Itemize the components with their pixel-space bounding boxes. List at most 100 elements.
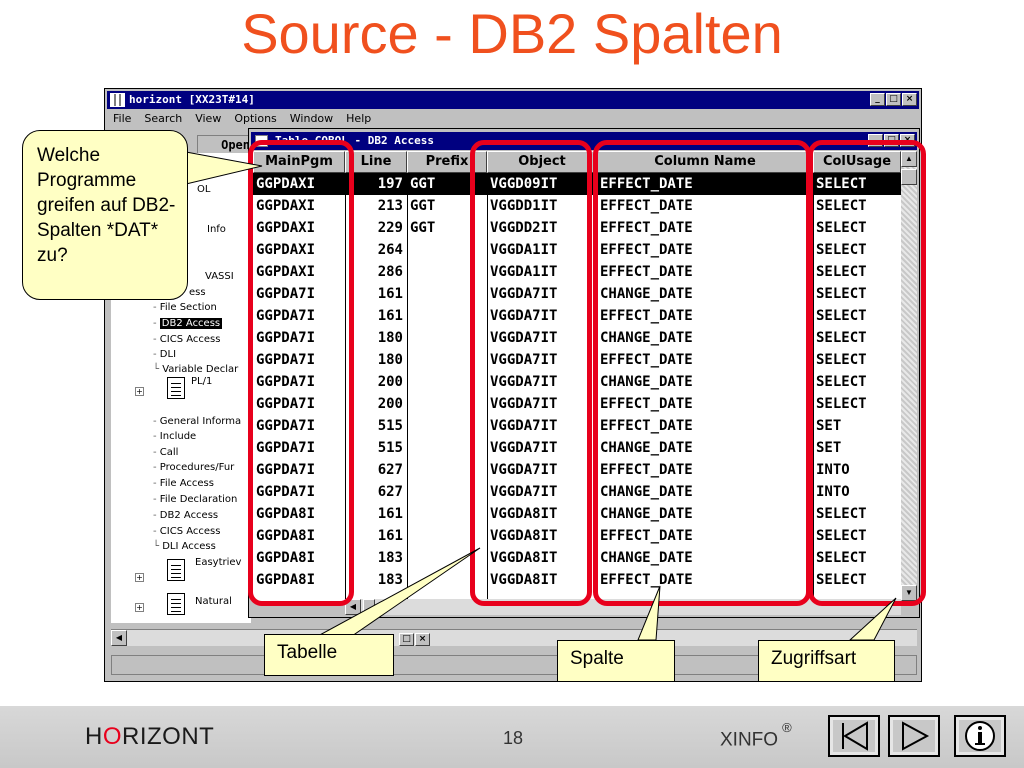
tree-item-easytrieve[interactable]: Easytriev — [195, 557, 242, 568]
cell-line: 183 — [377, 572, 403, 588]
cell-line: 197 — [377, 176, 403, 192]
cell-colusage: SELECT — [816, 528, 867, 544]
tree-item-db2-access[interactable]: - DB2 Access — [153, 318, 223, 329]
tree-item-cics-access-pl1[interactable]: - CICS Access — [153, 526, 221, 537]
cell-line: 286 — [377, 264, 403, 280]
scroll-up-icon[interactable]: ▲ — [901, 151, 917, 167]
restore-button[interactable]: □ — [399, 633, 414, 646]
cell-line: 161 — [377, 506, 403, 522]
cell-column-name: EFFECT_DATE — [600, 264, 693, 280]
cell-object: VGGDA1IT — [490, 242, 558, 258]
first-page-button[interactable] — [828, 715, 880, 757]
column-header-line[interactable]: Line — [345, 151, 407, 173]
scroll-thumb[interactable] — [363, 599, 375, 615]
cell-column-name: EFFECT_DATE — [600, 176, 693, 192]
menu-window[interactable]: Window — [289, 112, 334, 125]
expand-icon[interactable]: + — [135, 573, 144, 582]
cell-mainpgm: GGPDAXI — [256, 220, 316, 236]
menu-bar: File Search View Options Window Help — [107, 110, 919, 128]
cell-mainpgm: GGPDA8I — [256, 572, 316, 588]
table-vertical-scrollbar[interactable]: ▲ ▼ — [901, 151, 917, 601]
tree-item-db2-access-pl1[interactable]: - DB2 Access — [153, 510, 219, 521]
cell-mainpgm: GGPDA7I — [256, 440, 316, 456]
outer-title-bar[interactable]: horizont [XX23T#14] _ □ × — [107, 91, 919, 109]
tree-item-call[interactable]: - Call — [153, 447, 179, 458]
cell-mainpgm: GGPDAXI — [256, 264, 316, 280]
menu-view[interactable]: View — [195, 112, 222, 125]
cell-column-name: EFFECT_DATE — [600, 528, 693, 544]
first-page-icon — [842, 721, 868, 751]
outer-window-title: horizont [XX23T#14] — [129, 93, 255, 106]
tree-item-file-access[interactable]: - File Access — [153, 478, 214, 489]
expand-icon[interactable]: + — [135, 603, 144, 612]
menu-file[interactable]: File — [113, 112, 132, 125]
tree-item[interactable]: OL — [197, 184, 211, 195]
cell-line: 180 — [377, 330, 403, 346]
menu-help[interactable]: Help — [346, 112, 372, 125]
info-button[interactable] — [954, 715, 1006, 757]
cell-mainpgm: GGPDA8I — [256, 550, 316, 566]
tree-item-pl1[interactable]: PL/1 — [191, 376, 213, 387]
minimize-button[interactable]: _ — [870, 93, 885, 106]
tree-item[interactable]: VASSI — [205, 271, 234, 282]
cell-column-name: EFFECT_DATE — [600, 352, 693, 368]
cell-object: VGGDA7IT — [490, 374, 558, 390]
cell-colusage: SELECT — [816, 286, 867, 302]
scroll-left-icon[interactable]: ◀ — [111, 630, 127, 646]
maximize-button[interactable]: □ — [886, 93, 901, 106]
cell-mainpgm: GGPDA7I — [256, 396, 316, 412]
table-callout: Tabelle — [264, 634, 394, 676]
cell-mainpgm: GGPDAXI — [256, 242, 316, 258]
next-page-icon — [902, 721, 930, 751]
product-name: XINFO® — [720, 720, 792, 751]
cell-object: VGGDA7IT — [490, 462, 558, 478]
menu-search[interactable]: Search — [144, 112, 183, 125]
tree-item-natural[interactable]: Natural — [195, 596, 232, 607]
cell-colusage: SELECT — [816, 396, 867, 412]
tree-item-dli[interactable]: - DLI — [153, 349, 177, 360]
tree-item-variable-declarations[interactable]: └ Variable Declar — [153, 364, 239, 375]
cell-object: VGGDA8IT — [490, 528, 558, 544]
tree-item-cics-access[interactable]: - CICS Access — [153, 334, 221, 345]
next-page-button[interactable] — [888, 715, 940, 757]
app-icon — [110, 93, 125, 107]
close-button[interactable]: × — [415, 633, 430, 646]
cell-colusage: SELECT — [816, 198, 867, 214]
column-header-prefix[interactable]: Prefix — [407, 151, 487, 173]
cell-mainpgm: GGPDA7I — [256, 418, 316, 434]
open-button[interactable]: Open — [197, 135, 255, 155]
tree-item-dli-access[interactable]: └ DLI Access — [153, 541, 216, 552]
tree-item-general-information[interactable]: - General Informa — [153, 416, 242, 427]
tree-item-include[interactable]: - Include — [153, 431, 197, 442]
menu-options[interactable]: Options — [234, 112, 277, 125]
close-button[interactable]: × — [902, 93, 917, 106]
highlight-mainpgm-column — [248, 140, 354, 606]
cell-line: 200 — [377, 374, 403, 390]
tree-item[interactable]: ess — [189, 287, 206, 298]
tree-item-file-section[interactable]: - File Section — [153, 302, 217, 313]
tree-item-file-declarations[interactable]: - File Declaration — [153, 494, 238, 505]
tree-item-procedures[interactable]: - Procedures/Fur — [153, 462, 235, 473]
tree-item[interactable]: Info — [207, 224, 226, 235]
cell-object: VGGD09IT — [490, 176, 558, 192]
column-header-colusage[interactable]: ColUsage — [813, 151, 901, 173]
expand-icon[interactable]: + — [135, 387, 144, 396]
scroll-thumb[interactable] — [901, 169, 917, 185]
